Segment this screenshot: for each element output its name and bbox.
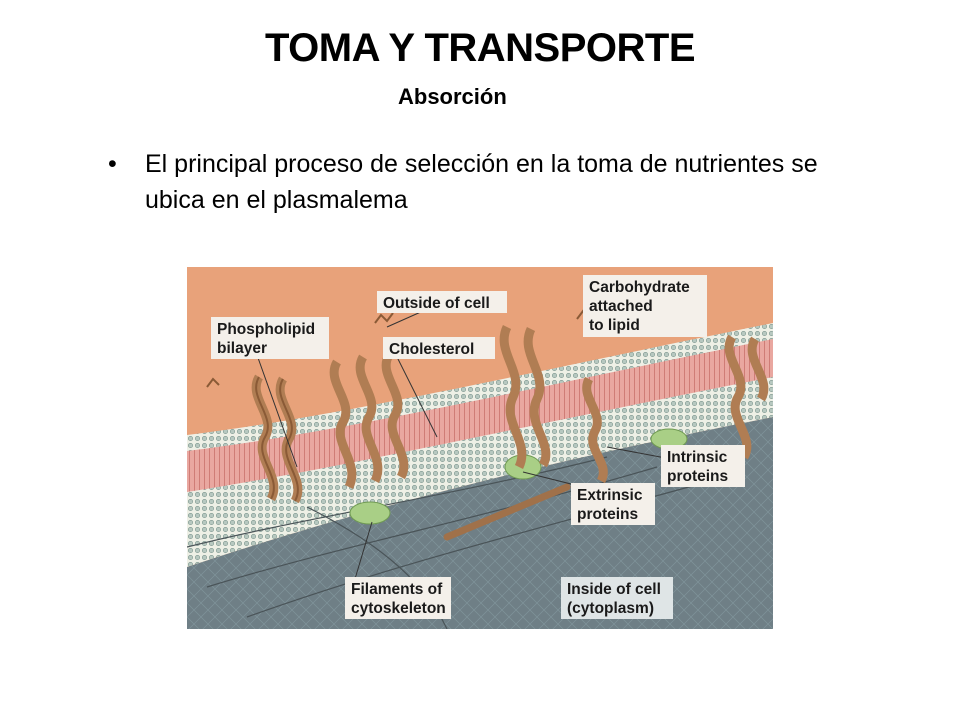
label-inside-1: Inside of cell <box>567 581 661 598</box>
extrinsic-rod <box>443 483 571 541</box>
label-carbohydrate-3: to lipid <box>589 317 640 334</box>
label-inside-2: (cytoplasm) <box>567 600 654 617</box>
label-phospholipid-1: Phospholipid <box>217 321 315 338</box>
slide-title: TOMA Y TRANSPORTE <box>264 26 696 70</box>
extrinsic-proteins <box>349 428 688 525</box>
label-carbohydrate-2: attached <box>589 298 653 315</box>
membrane-illustration: Outside of cell Carbohydrate attached to… <box>187 267 773 629</box>
label-phospholipid-2: bilayer <box>217 340 267 357</box>
bullet-text: El principal proceso de selección en la … <box>145 150 818 214</box>
label-extrinsic-2: proteins <box>577 506 638 523</box>
outer-leaflet <box>187 323 773 451</box>
label-intrinsic-2: proteins <box>667 468 728 485</box>
label-filaments-2: cytoskeleton <box>351 600 446 617</box>
diagram-labels: Outside of cell Carbohydrate attached to… <box>211 275 745 619</box>
label-intrinsic-1: Intrinsic <box>667 449 728 466</box>
membrane-diagram: Outside of cell Carbohydrate attached to… <box>187 267 773 629</box>
label-carbohydrate-1: Carbohydrate <box>589 279 690 296</box>
label-cholesterol: Cholesterol <box>389 341 474 358</box>
label-filaments-1: Filaments of <box>351 581 443 598</box>
bullet-dot-icon: • <box>108 150 117 178</box>
label-extrinsic-1: Extrinsic <box>577 487 643 504</box>
slide-subtitle: Absorción <box>398 84 507 109</box>
label-outside-of-cell: Outside of cell <box>383 295 490 312</box>
intrinsic-proteins <box>251 325 769 504</box>
lipid-tails <box>187 335 773 492</box>
